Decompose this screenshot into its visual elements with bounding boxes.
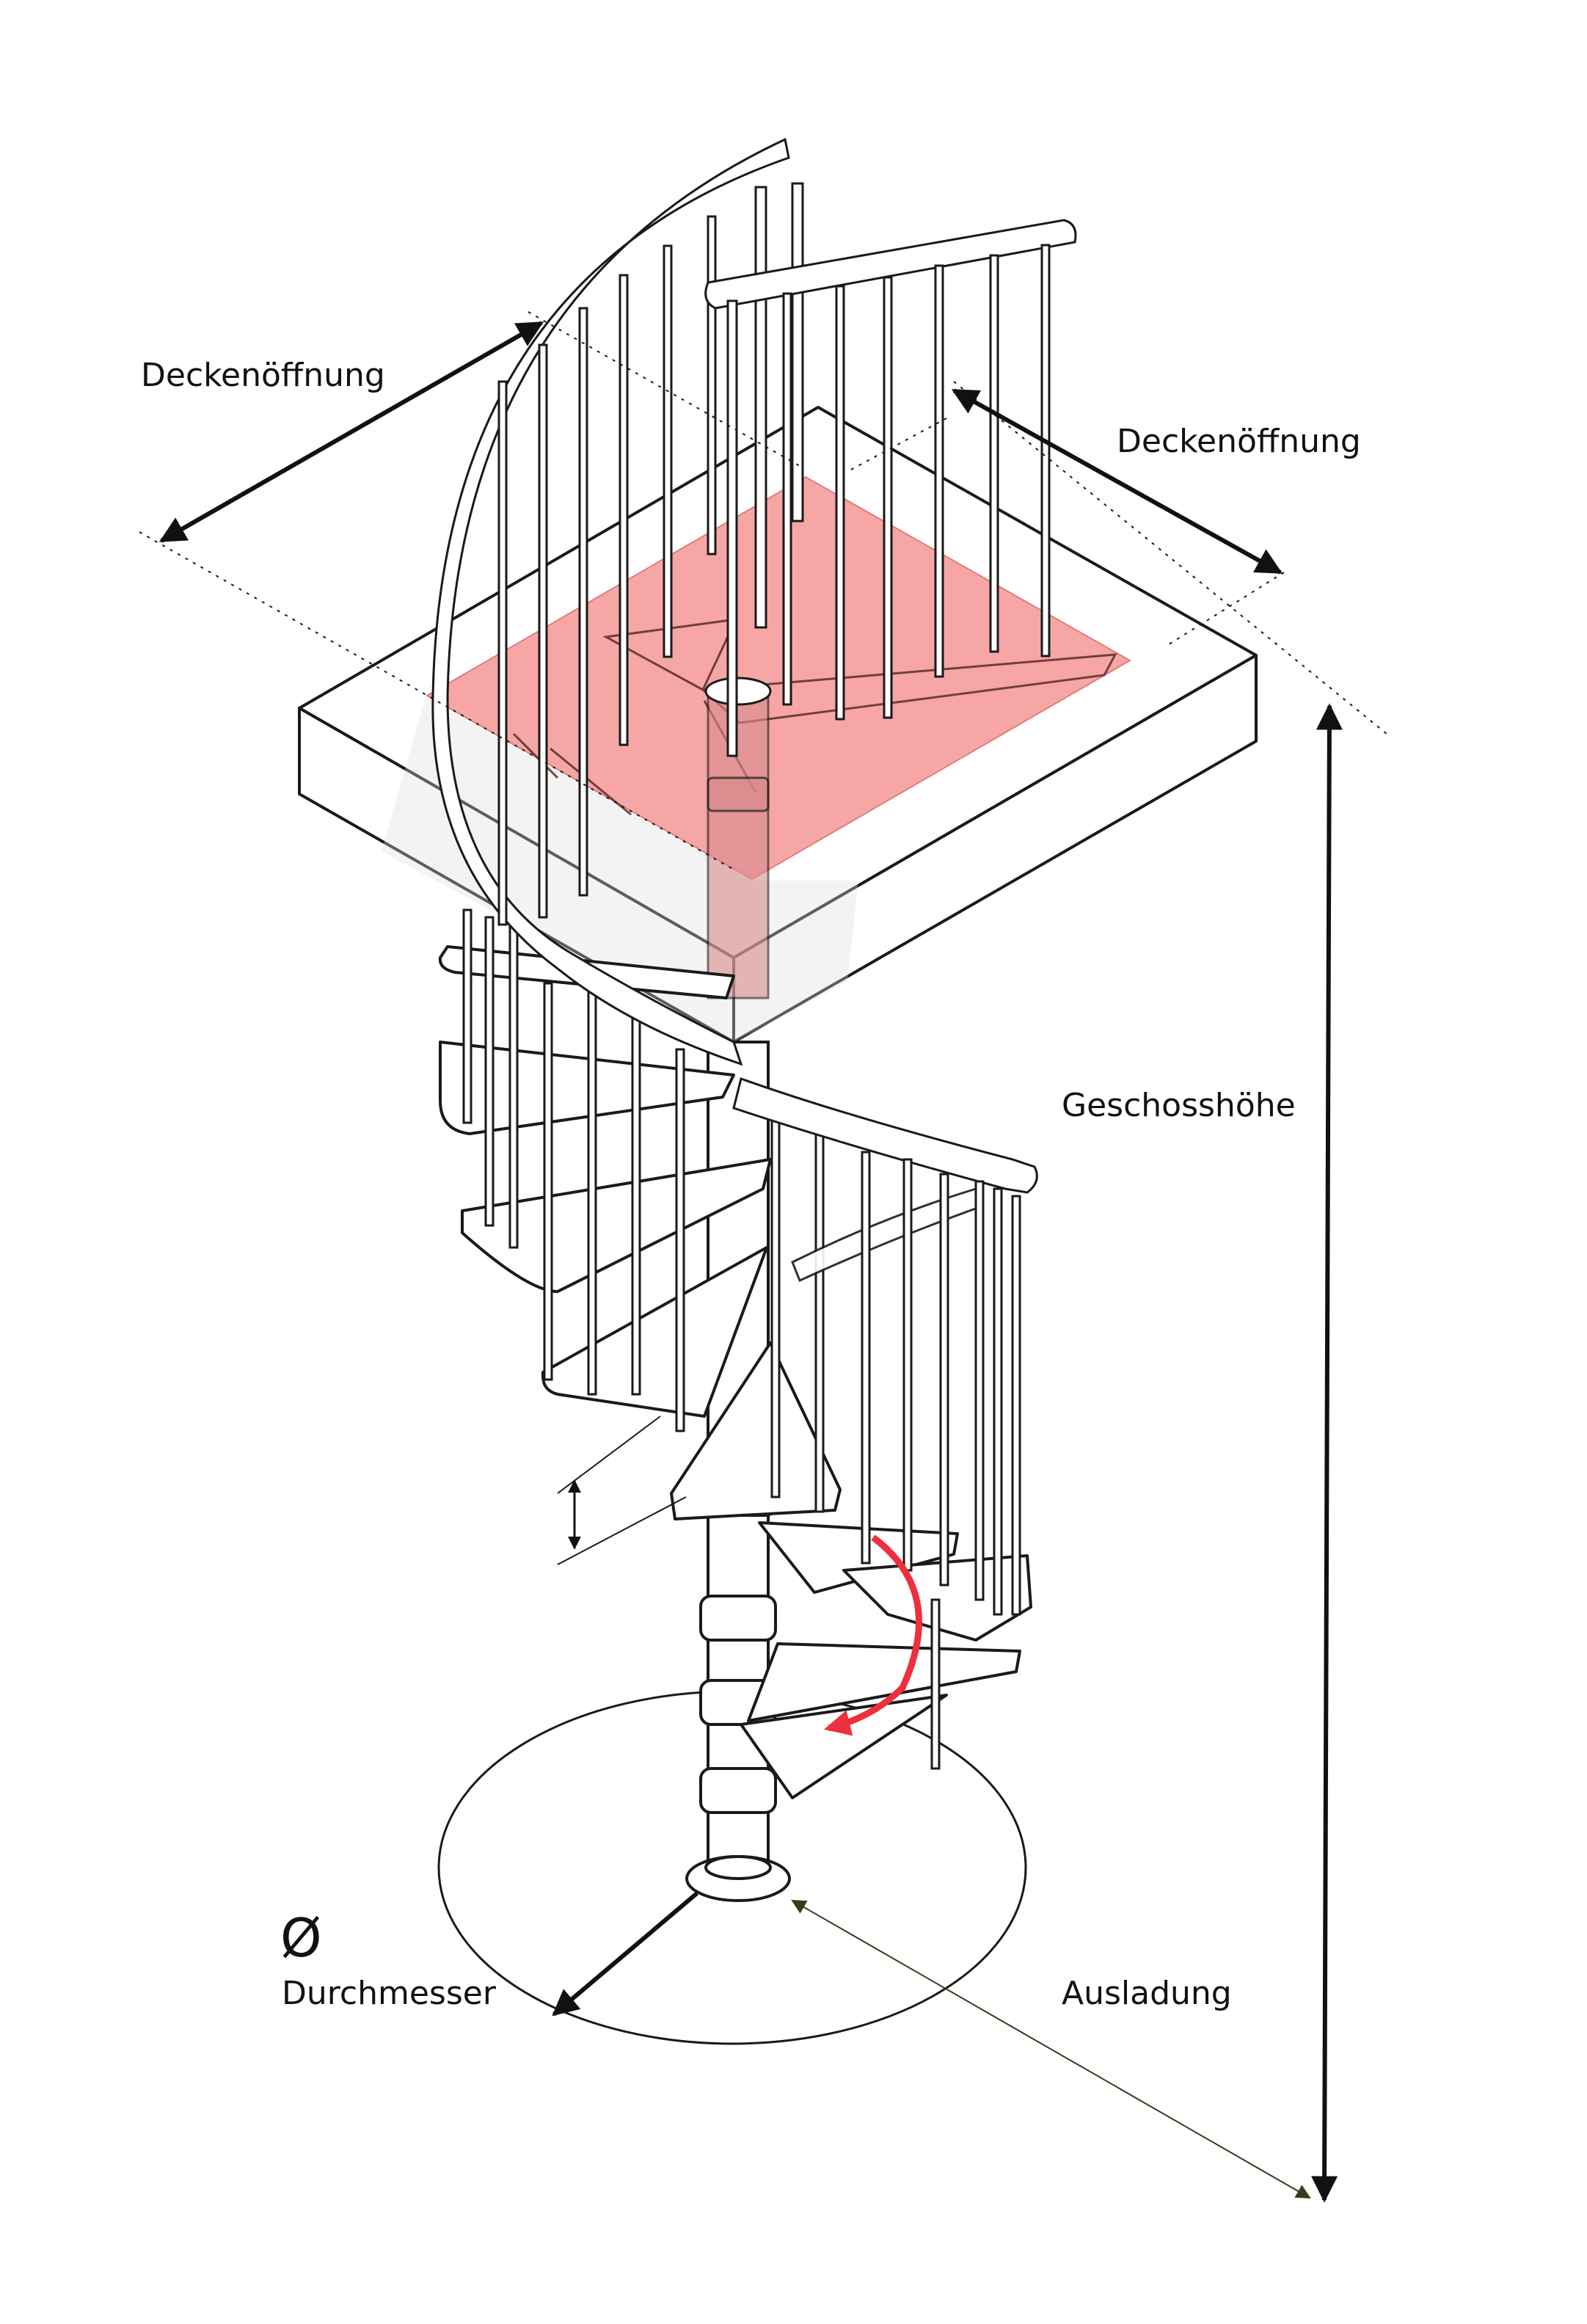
reference-lines [139,311,1387,870]
diameter-symbol: Ø [280,1907,322,1969]
opening-right-arrow [951,388,1283,575]
label-ceiling-opening-right: Deckenöffnung [1117,423,1361,460]
projection-line [791,1900,1311,2199]
opening-left-arrow [158,321,544,543]
lower-handrail [732,1077,1038,1770]
central-column-upper [704,677,772,999]
label-storey-height: Geschosshöhe [1062,1087,1296,1124]
storey-height-arrow [1311,703,1343,2203]
label-diameter: Durchmesser [282,1975,496,2012]
label-projection: Ausladung [1062,1975,1232,2012]
ceiling-opening [425,476,1132,881]
dimension-arrows [158,321,1343,2203]
riser-guides [557,1416,687,1565]
rotation-arrow-icon [824,1534,922,1736]
label-ceiling-opening-left: Deckenöffnung [141,357,385,394]
diameter-arrow [552,1891,698,2017]
